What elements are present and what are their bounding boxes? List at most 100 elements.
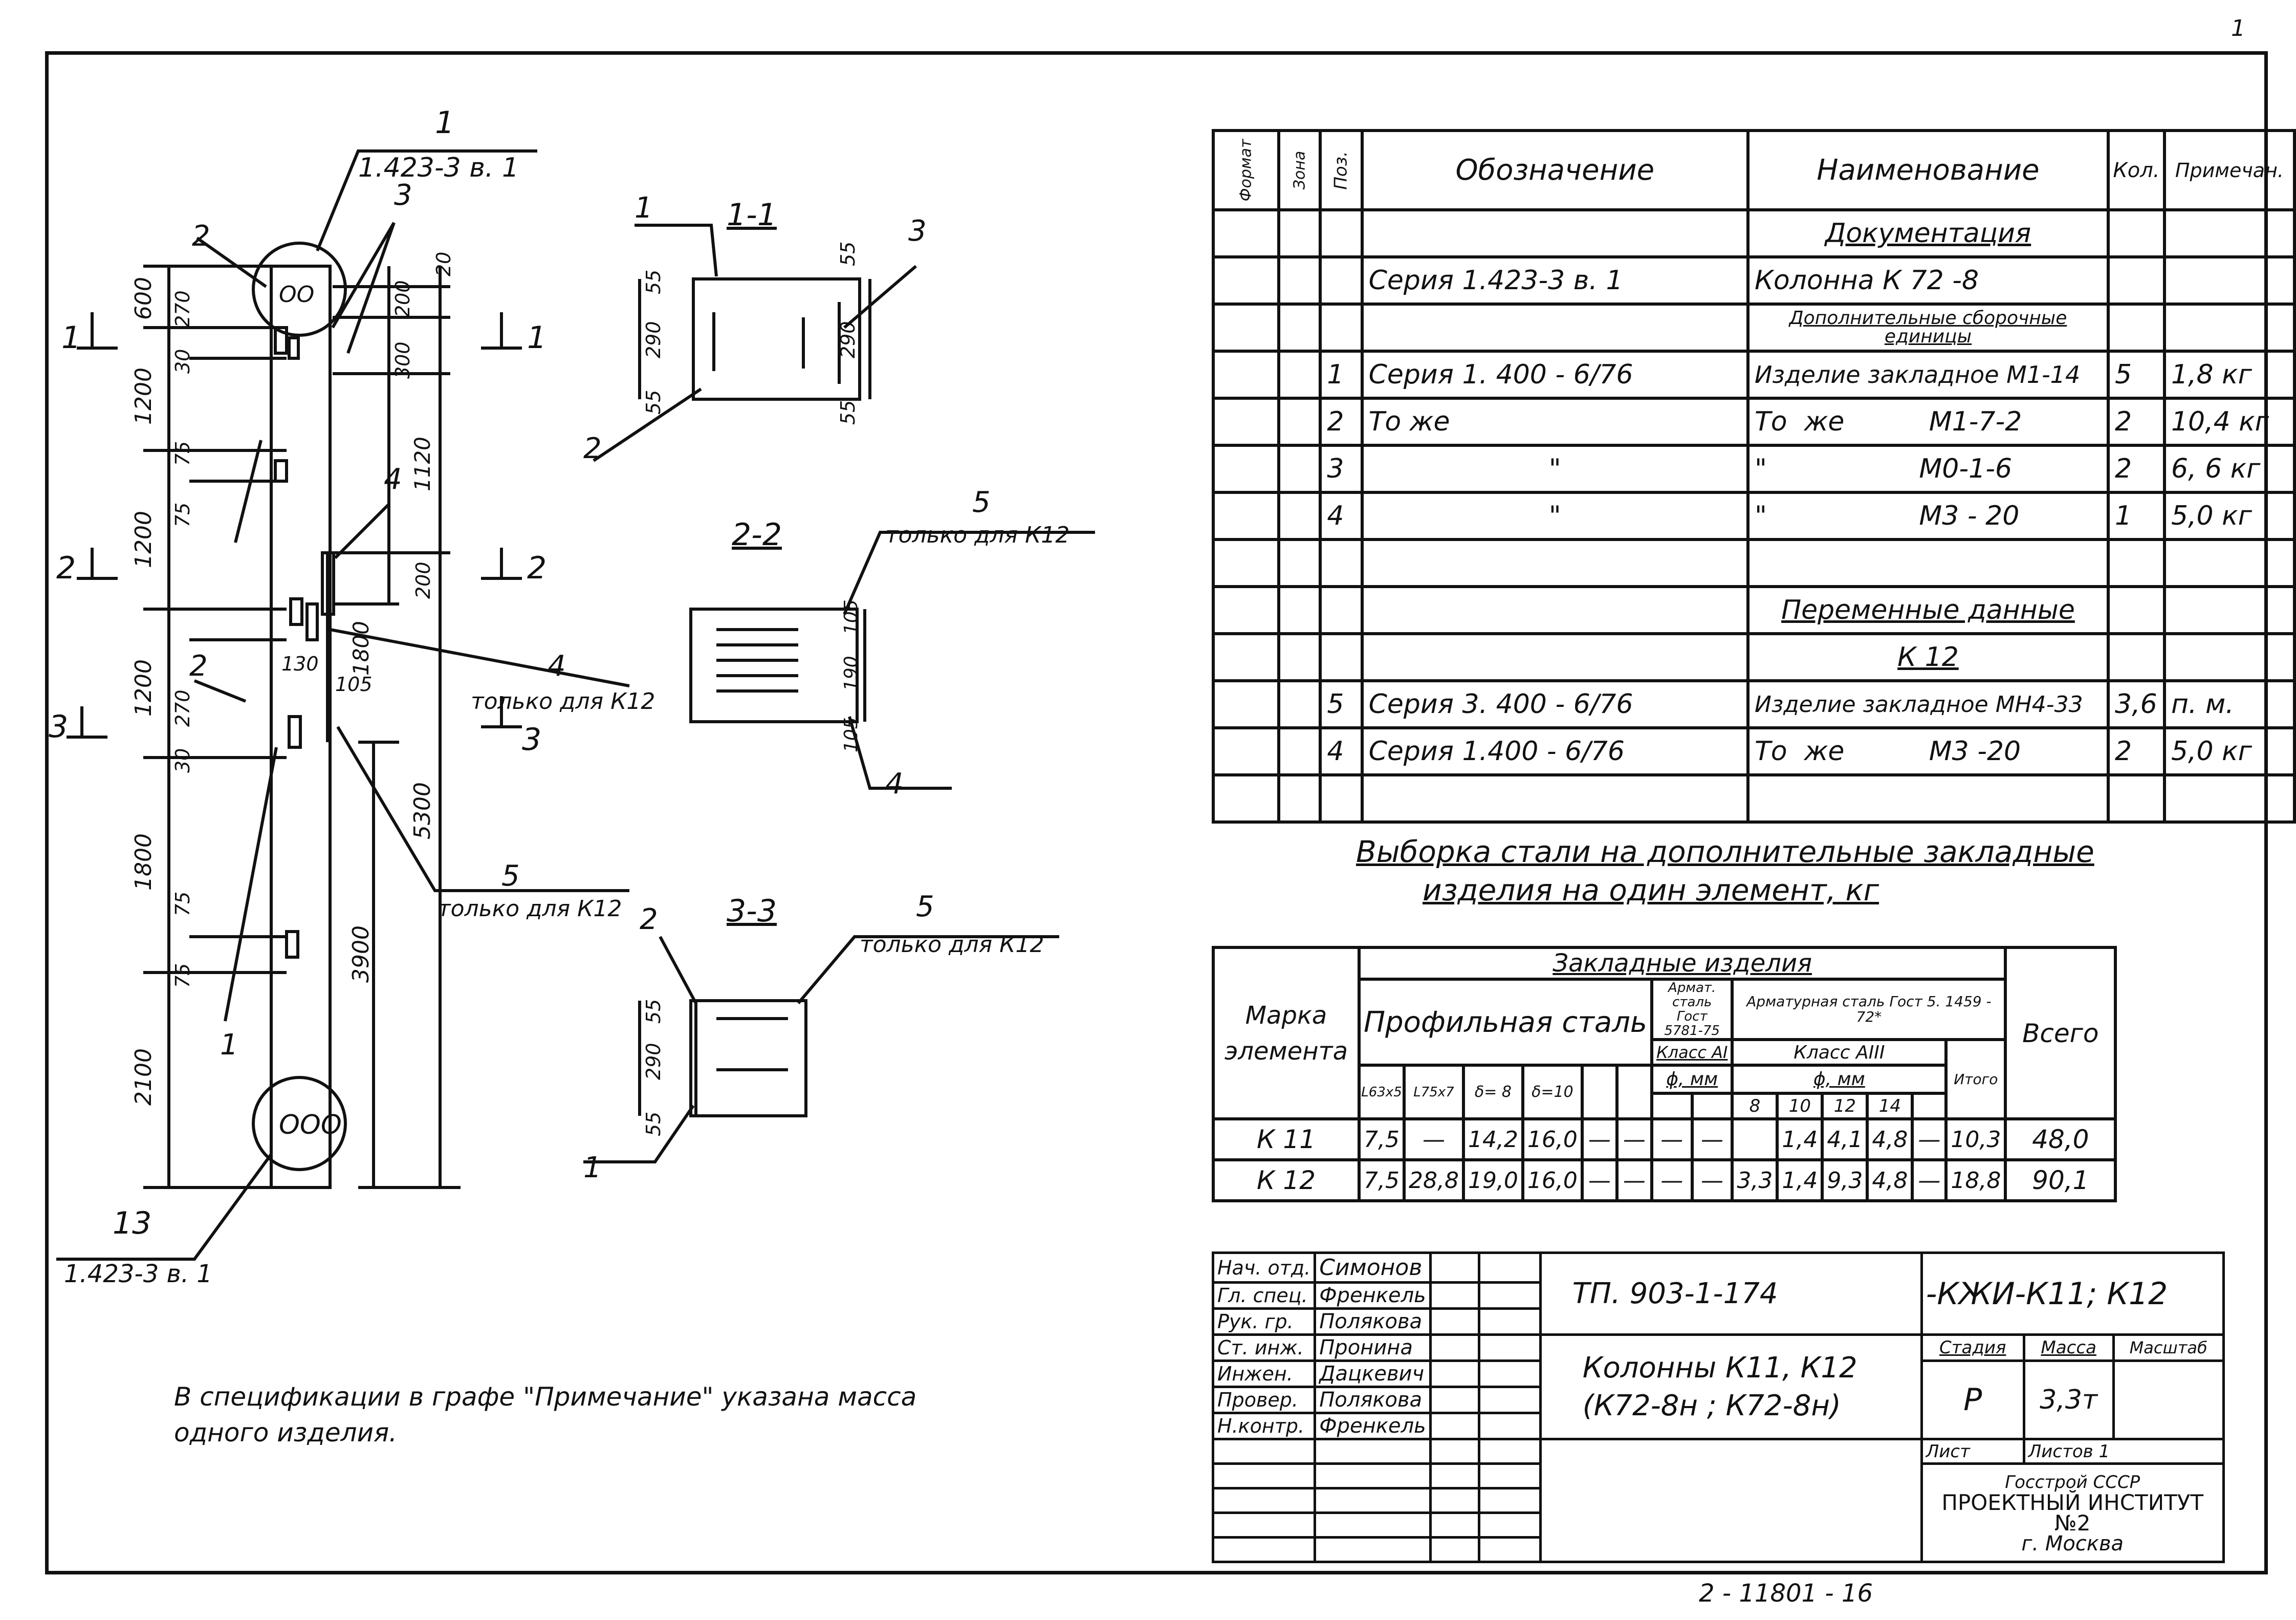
svg-text:5: 5	[916, 890, 934, 923]
section-3-3-outline	[689, 999, 807, 1117]
svg-text:1200: 1200	[130, 659, 157, 717]
svg-text:1: 1	[527, 320, 546, 356]
svg-text:1800: 1800	[130, 833, 157, 891]
callout-13-ref: 1.423-3 в. 1	[64, 1260, 212, 1288]
svg-text:55: 55	[642, 390, 665, 415]
svg-text:105: 105	[841, 599, 862, 635]
svg-text:75: 75	[171, 963, 194, 988]
section-2-2-title: 2-2	[732, 517, 782, 553]
svg-text:3: 3	[49, 709, 68, 745]
svg-text:3: 3	[522, 722, 541, 758]
org-line2: ПРОЕКТНЫЙ ИНСТИТУТ №2	[1941, 1489, 2204, 1536]
spec-row: Документация	[1212, 208, 2296, 258]
svg-text:2: 2	[56, 550, 76, 586]
org-line1: Госстрой СССР	[2005, 1472, 2140, 1493]
svg-text:290: 290	[837, 321, 859, 358]
svg-text:600: 600	[130, 277, 157, 320]
svg-text:55: 55	[642, 1112, 665, 1136]
svg-text:только для К12: только для К12	[885, 522, 1069, 548]
svg-text:5300: 5300	[409, 782, 435, 839]
org-line3: г. Москва	[2021, 1531, 2124, 1556]
svg-text:2: 2	[192, 220, 210, 253]
steel-title-line2: изделия на один элемент, кг	[1423, 873, 1879, 908]
section-1-1-title: 1-1	[727, 197, 777, 233]
detail-circle-top	[252, 242, 347, 337]
footnote-line2: одного изделия.	[174, 1418, 398, 1448]
svg-text:55: 55	[642, 999, 665, 1024]
svg-text:3900: 3900	[348, 925, 374, 983]
page-mark: 1	[2231, 15, 2245, 41]
spec-row: К 12	[1212, 632, 2296, 682]
svg-text:2: 2	[527, 550, 546, 586]
svg-text:75: 75	[171, 892, 194, 916]
svg-text:105: 105	[841, 717, 862, 752]
spec-row: Переменные данные	[1212, 585, 2296, 635]
svg-text:4: 4	[384, 463, 402, 496]
steel-title-line1: Выборка стали на дополнительные закладны…	[1356, 834, 2094, 869]
steel-table: Марка элемента Закладные изделия Всего П…	[1212, 946, 2117, 1202]
svg-text:OO: OO	[279, 282, 314, 308]
svg-text:300: 300	[391, 341, 414, 379]
svg-text:200: 200	[412, 561, 434, 599]
svg-text:1200: 1200	[130, 511, 157, 568]
svg-text:20: 20	[432, 252, 455, 276]
svg-text:2: 2	[583, 432, 602, 465]
svg-text:290: 290	[642, 1043, 665, 1080]
svg-text:1: 1	[220, 1028, 238, 1062]
svg-text:270: 270	[171, 689, 194, 727]
svg-text:105: 105	[335, 673, 373, 696]
callout-1-ref: 1.423-3 в. 1	[358, 153, 519, 183]
note-5-text: только для К12	[438, 896, 622, 922]
detail-circle-bottom	[252, 1076, 347, 1171]
spec-row	[1212, 773, 2296, 824]
object-name-line1: Колонны К11, К12	[1582, 1351, 1857, 1385]
svg-text:4: 4	[885, 767, 904, 801]
bottom-stamp: 2 - 11801 - 16	[1699, 1579, 1873, 1608]
section-3-3-title: 3-3	[727, 893, 777, 929]
svg-text:3: 3	[394, 179, 412, 212]
svg-text:2: 2	[189, 650, 208, 683]
svg-text:только для К12: только для К12	[860, 932, 1044, 958]
svg-text:270: 270	[171, 290, 194, 328]
svg-text:1120: 1120	[410, 437, 435, 491]
svg-text:130: 130	[281, 653, 319, 675]
svg-text:1800: 1800	[348, 621, 374, 676]
note-5-num: 5	[501, 859, 520, 893]
object-name-line2: (К72-8н ; К72-8н)	[1582, 1389, 1841, 1422]
svg-text:75: 75	[171, 441, 194, 466]
callout-1-num: 1	[435, 105, 454, 141]
svg-text:55: 55	[837, 242, 859, 266]
spec-row	[1212, 538, 2296, 588]
section-2-2-outline	[689, 608, 859, 723]
svg-text:30: 30	[171, 349, 194, 374]
column-outline	[270, 265, 332, 1189]
svg-text:3: 3	[908, 214, 927, 248]
column-drawing: 1 1.423-3 в. 1 13 1.423-3 в. 1 3 2 2 1 4…	[49, 105, 1095, 1288]
note-4-num: 4	[548, 650, 566, 683]
svg-text:55: 55	[837, 400, 859, 425]
svg-text:30: 30	[171, 748, 194, 773]
svg-text:55: 55	[642, 270, 665, 294]
svg-text:1: 1	[583, 1151, 602, 1184]
spec-table: Формат Зона Поз. Обозначение Наименовани…	[1212, 129, 2296, 824]
svg-text:75: 75	[171, 503, 194, 527]
svg-text:2100: 2100	[130, 1048, 157, 1106]
footnote-line1: В спецификации в графе "Примечание" указ…	[174, 1382, 917, 1412]
title-block: Нач. отд.Симонов ТП. 903-1-174 -КЖИ-К11;…	[1211, 1251, 2225, 1563]
svg-text:190: 190	[841, 656, 862, 691]
svg-text:2: 2	[640, 903, 658, 936]
svg-text:1: 1	[635, 191, 653, 225]
spec-row: Дополнительные сборочные единицы	[1212, 303, 2296, 353]
note-4-text: только для К12	[471, 688, 655, 715]
section-1-1-outline	[692, 277, 861, 401]
callout-13-num: 13	[113, 1205, 151, 1241]
svg-text:1: 1	[61, 320, 81, 356]
